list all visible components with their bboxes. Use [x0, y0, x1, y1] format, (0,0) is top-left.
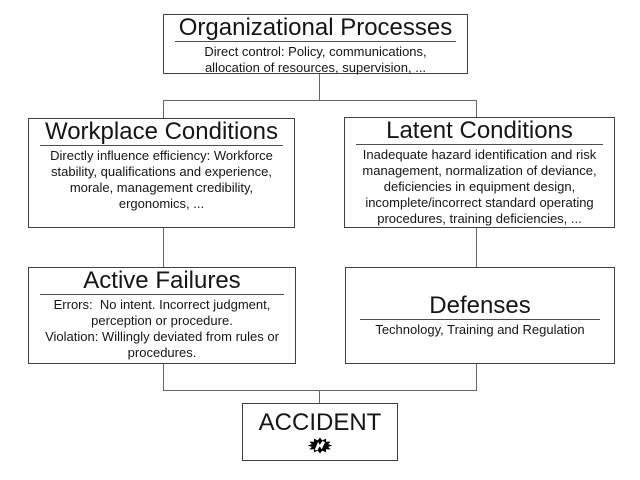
box-defenses: Defenses Technology, Training and Regula… — [345, 267, 615, 364]
box-accident: ACCIDENT — [242, 403, 398, 461]
box-body-line: procedures. — [127, 345, 197, 360]
box-title: Latent Conditions — [386, 117, 573, 144]
title-underline — [40, 145, 283, 146]
box-title: Active Failures — [83, 267, 241, 294]
title-underline — [360, 319, 600, 320]
box-body-line: Direct control: Policy, communications, — [204, 44, 427, 59]
connector-rail-to-workplace — [163, 100, 164, 118]
box-body-line: Violation: Willingly deviated from rules… — [45, 329, 279, 344]
connector-bottom-rail — [163, 390, 477, 391]
connector-workplace-to-active — [163, 228, 164, 267]
box-workplace-conditions: Workplace Conditions Directly influence … — [28, 118, 295, 228]
connector-top-rail — [163, 100, 477, 101]
box-body-line: Directly influence efficiency: Workforce — [50, 148, 273, 163]
box-body-line: procedures, training deficiencies, ... — [377, 211, 582, 226]
box-active-failures: Active Failures Errors: No intent. Incor… — [28, 267, 296, 364]
box-title: ACCIDENT — [258, 409, 382, 436]
box-body-line: ergonomics, ... — [118, 196, 205, 211]
box-body-line: management, normalization of deviance, — [362, 163, 597, 178]
box-title: Organizational Processes — [178, 14, 453, 41]
title-underline — [40, 294, 284, 295]
box-body-line: morale, management credibility, — [69, 180, 254, 195]
connector-org-to-rail — [319, 73, 320, 100]
box-organizational-processes: Organizational Processes Direct control:… — [163, 14, 468, 75]
box-body-line: perception or procedure. — [91, 313, 233, 328]
title-underline — [356, 144, 603, 145]
box-title: Defenses — [429, 292, 531, 319]
box-body-line: incomplete/incorrect standard operating — [365, 195, 594, 210]
connector-rail-to-latent — [476, 100, 477, 117]
box-body-line: stability, qualifications and experience… — [51, 164, 272, 179]
title-underline — [175, 41, 456, 42]
box-latent-conditions: Latent Conditions Inadequate hazard iden… — [344, 117, 615, 228]
connector-rail-to-accident — [319, 390, 320, 403]
box-body-line: Technology, Training and Regulation — [375, 322, 585, 337]
box-body-line: Inadequate hazard identification and ris… — [362, 147, 597, 162]
box-body-line: deficiencies in equipment design, — [383, 179, 576, 194]
explosion-burst-icon — [307, 437, 333, 454]
box-body-line: allocation of resources, supervision, ..… — [204, 60, 427, 75]
box-body-line: Errors: No intent. Incorrect judgment, — [53, 297, 271, 312]
connector-latent-to-defenses — [476, 228, 477, 267]
connector-defenses-to-rail — [476, 364, 477, 390]
connector-active-to-rail — [163, 364, 164, 390]
box-title: Workplace Conditions — [44, 118, 278, 145]
